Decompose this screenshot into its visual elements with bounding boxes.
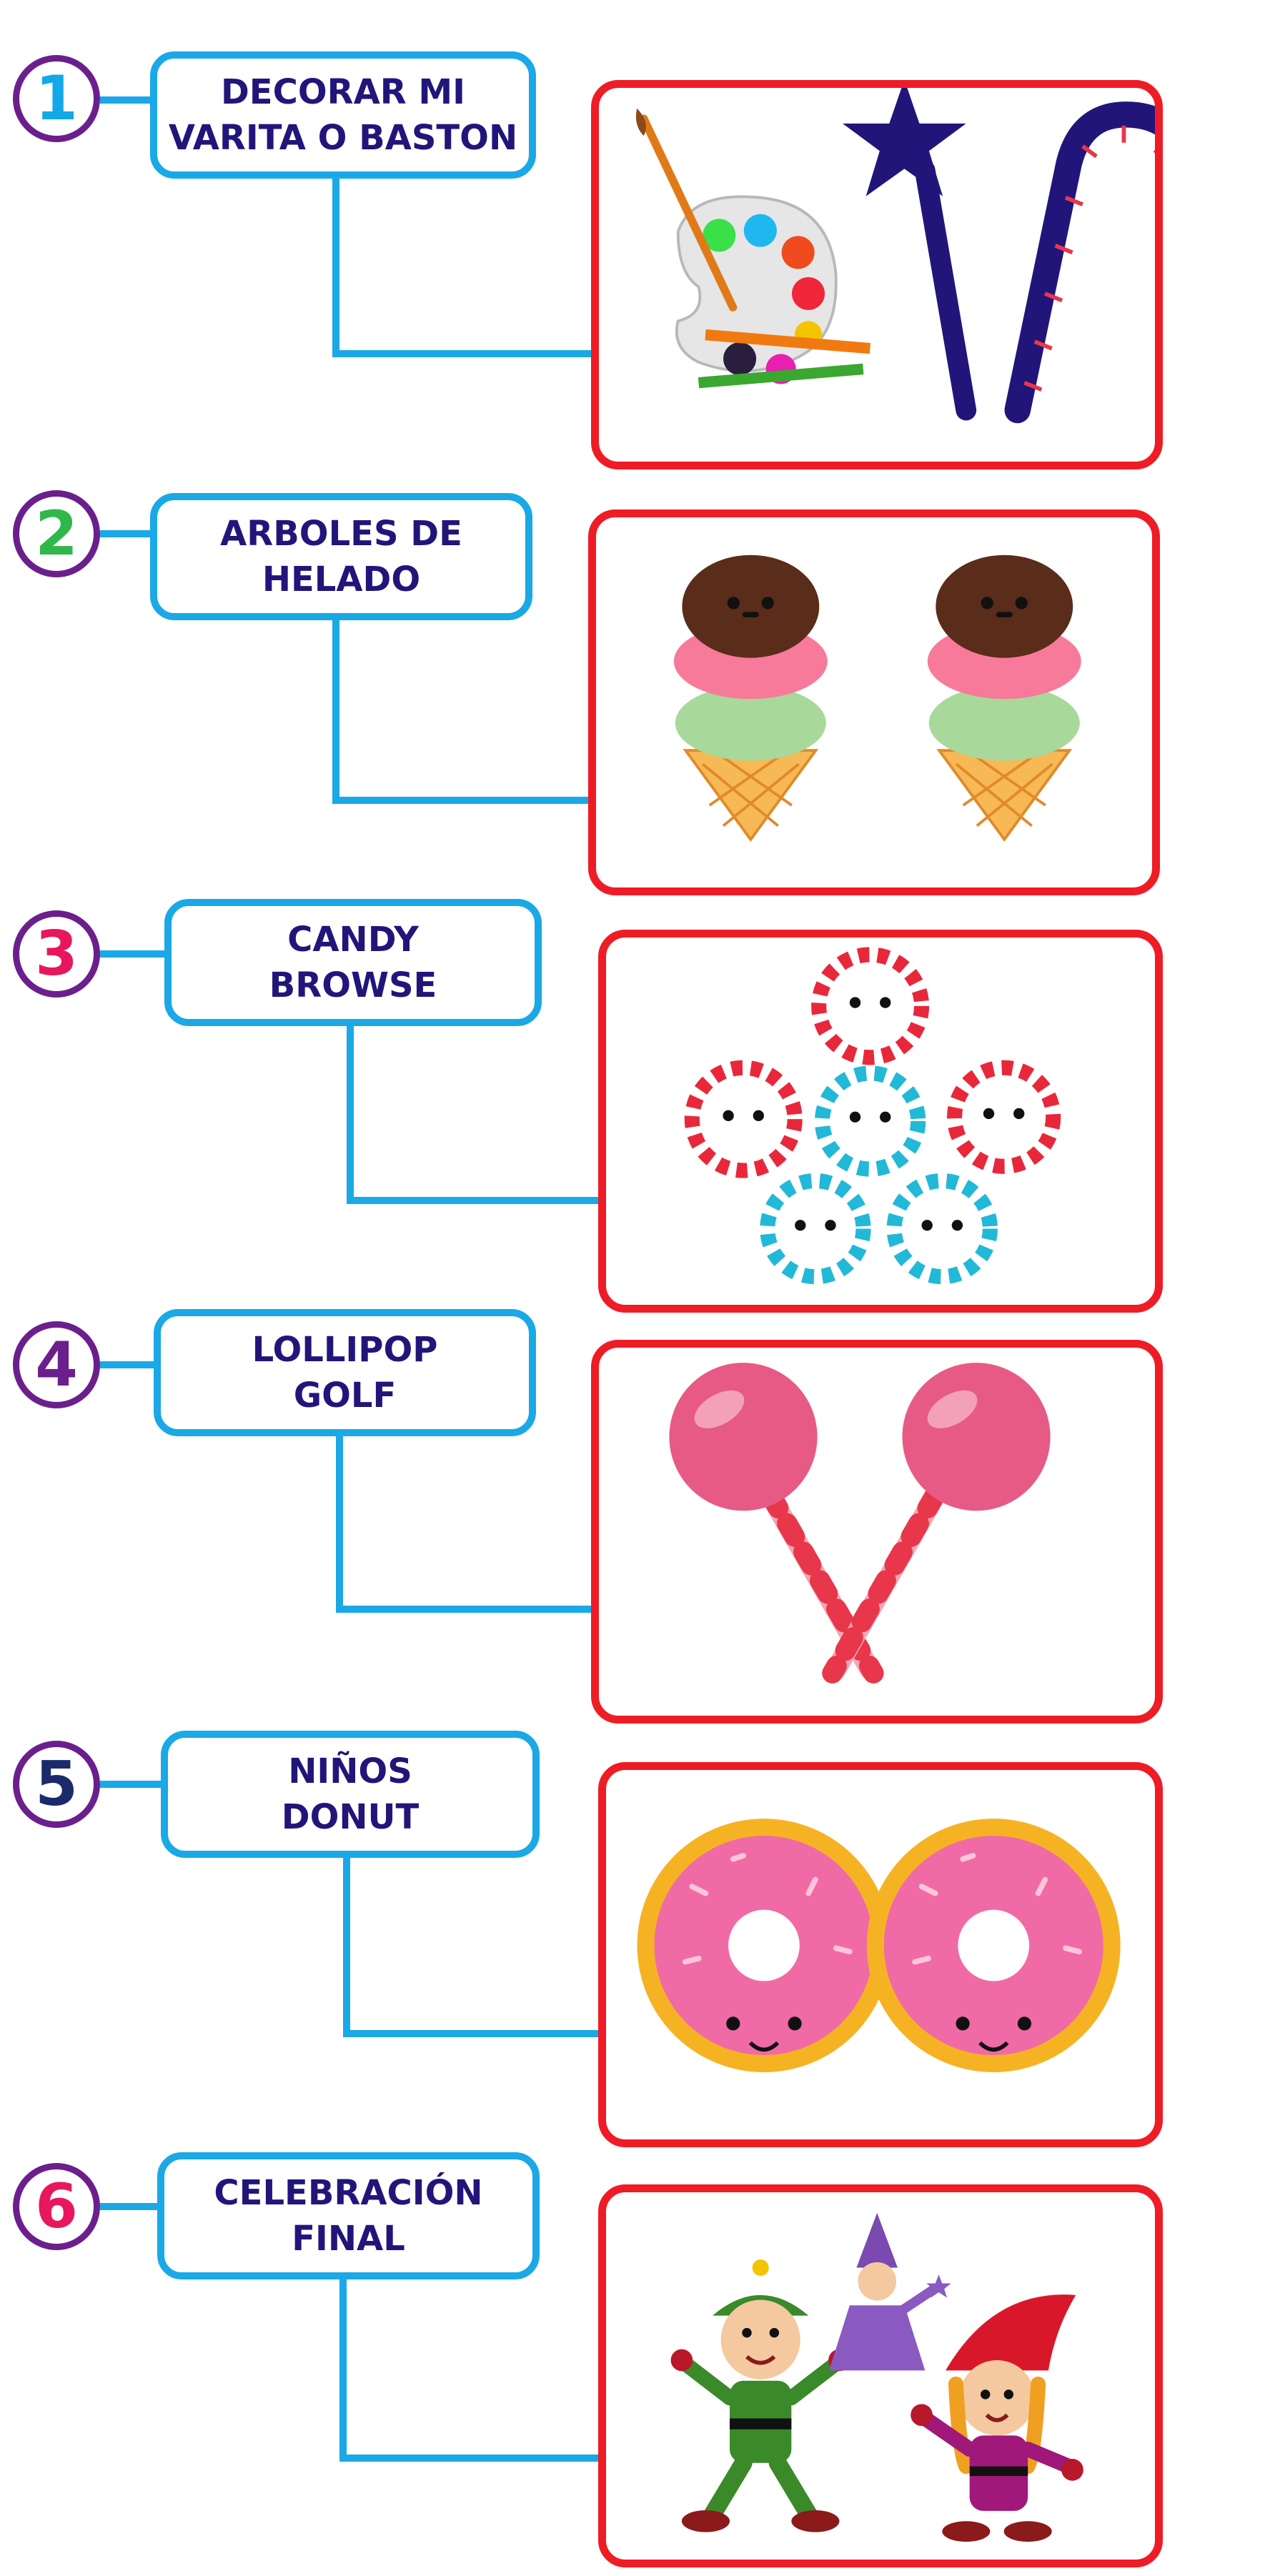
step-6-label: CELEBRACIÓN FINAL	[214, 2173, 483, 2259]
step-3-connector	[100, 950, 600, 1204]
step-1-number: 1	[35, 63, 78, 134]
step-6-number-badge: 6	[13, 2163, 100, 2250]
step-1-illustration	[635, 88, 1155, 424]
step-5-label-box: NIÑOS DONUT	[161, 1731, 540, 1858]
step-4-number-badge: 4	[13, 1321, 100, 1408]
step-1-illustration-frame	[591, 80, 1163, 469]
peppermint-candy-red-right-icon	[947, 1060, 1061, 1174]
step-3-label-box: CANDY BROWSE	[164, 899, 542, 1026]
magic-wand-icon	[843, 88, 977, 421]
step-1-number-badge: 1	[13, 55, 100, 142]
donut-right-icon	[866, 1819, 1121, 2072]
step-3-label: CANDY BROWSE	[269, 920, 437, 1005]
peppermint-candy-red-top-icon	[811, 947, 930, 1065]
peppermint-candy-red-left-icon	[684, 1060, 803, 1178]
step-1-label: DECORAR MI VARITA O BASTON	[168, 72, 518, 158]
step-2-number-badge: 2	[13, 490, 100, 577]
donut-left-icon	[637, 1819, 891, 2072]
step-4-connector	[100, 1361, 593, 1613]
step-4-label-box: LOLLIPOP GOLF	[154, 1309, 536, 1436]
peppermint-candy-blue-center-icon	[814, 1065, 926, 1177]
step-4-illustration-frame	[591, 1340, 1163, 1724]
step-4-number: 4	[35, 1329, 78, 1401]
step-4-label: LOLLIPOP GOLF	[252, 1330, 438, 1416]
step-5-illustration-frame	[598, 1762, 1163, 2147]
step-2-label: ARBOLES DE HELADO	[220, 514, 462, 600]
step-2-label-box: ARBOLES DE HELADO	[150, 493, 532, 620]
wizard-icon	[829, 2212, 951, 2371]
step-4-illustration	[669, 1363, 1051, 1684]
peppermint-candy-blue-lower-right-icon	[886, 1173, 998, 1285]
step-5-number: 5	[35, 1749, 78, 1820]
candy-cane-icon	[1004, 101, 1155, 424]
lollipop-right-icon	[822, 1363, 1051, 1684]
peppermint-candy-blue-lower-left-icon	[760, 1173, 871, 1285]
step-2-number: 2	[35, 498, 78, 570]
ice-cream-cone-left-icon	[673, 555, 828, 842]
lollipop-left-icon	[669, 1363, 884, 1684]
step-6-label-box: CELEBRACIÓN FINAL	[157, 2152, 540, 2279]
elf-girl-icon	[911, 2294, 1083, 2542]
step-6-illustration	[670, 2212, 1083, 2542]
step-3-illustration-frame	[598, 930, 1163, 1313]
step-3-number-badge: 3	[13, 910, 100, 998]
step-5-connector	[100, 1781, 600, 2037]
step-3-illustration	[684, 947, 1061, 1285]
step-5-number-badge: 5	[13, 1741, 100, 1828]
step-2-illustration-frame	[588, 509, 1160, 895]
step-6-illustration-frame	[598, 2184, 1163, 2567]
step-1-label-box: DECORAR MI VARITA O BASTON	[150, 51, 536, 179]
elf-boy-icon	[670, 2259, 850, 2532]
paint-palette-icon	[635, 108, 871, 389]
step-2-illustration	[673, 555, 1081, 842]
step-3-number: 3	[35, 918, 78, 990]
step-6-number: 6	[35, 2171, 78, 2242]
step-5-illustration	[637, 1819, 1121, 2072]
step-2-connector	[100, 530, 593, 804]
step-6-connector	[100, 2203, 600, 2462]
ice-cream-cone-right-icon	[927, 555, 1081, 842]
step-5-label: NIÑOS DONUT	[281, 1751, 420, 1837]
step-1-connector	[100, 96, 593, 357]
